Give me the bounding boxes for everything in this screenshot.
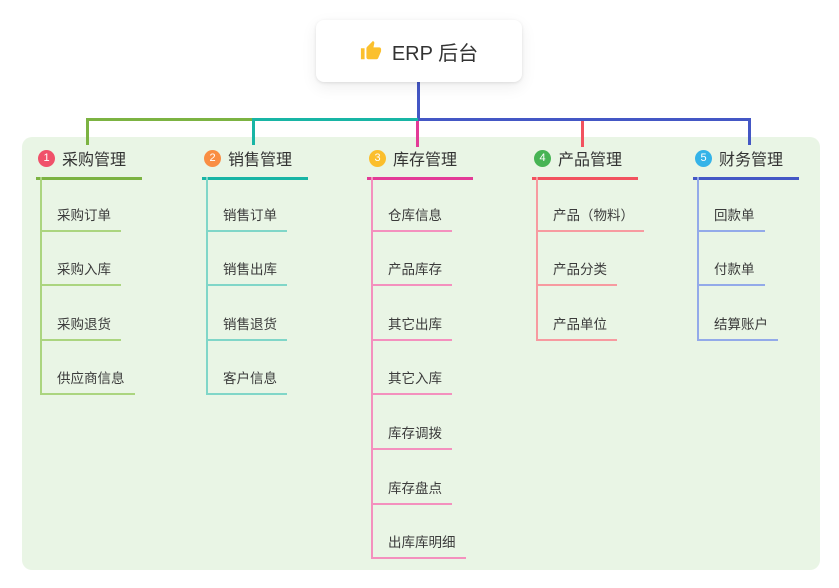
child-node[interactable]: 回款单	[697, 204, 765, 232]
branch-children-inventory: 仓库信息 产品库存 其它出库 其它入库 库存调拨 库存盘点 出库库明细	[371, 177, 466, 560]
child-node[interactable]: 产品（物料）	[536, 204, 644, 232]
branch-children-purchase: 采购订单 采购入库 采购退货 供应商信息	[40, 177, 135, 396]
child-node[interactable]: 仓库信息	[371, 204, 452, 232]
connector-drop-product	[581, 121, 584, 147]
connector-horizontal-teal	[253, 118, 418, 121]
child-node[interactable]: 销售出库	[206, 258, 287, 287]
child-node[interactable]: 其它出库	[371, 313, 452, 341]
connector-drop-sales	[252, 118, 255, 145]
child-node[interactable]: 采购退货	[40, 313, 121, 341]
branch-number-badge: 2	[204, 149, 221, 167]
branch-label: 采购管理	[62, 152, 127, 169]
root-node-label: ERP 后台	[391, 42, 479, 65]
child-node[interactable]: 采购入库	[40, 258, 121, 287]
branch-label: 销售管理	[228, 152, 293, 169]
child-node[interactable]: 产品库存	[371, 258, 452, 287]
branch-trunk-line	[206, 177, 208, 396]
child-node[interactable]: 产品单位	[536, 313, 617, 341]
branches-panel	[22, 137, 820, 570]
child-node[interactable]: 其它入库	[371, 367, 452, 396]
child-node[interactable]: 库存调拨	[371, 422, 452, 450]
branch-node-inventory-management[interactable]: 3 库存管理	[367, 146, 474, 180]
connector-drop-inventory	[416, 121, 419, 147]
child-node[interactable]: 客户信息	[206, 367, 287, 396]
branch-trunk-line	[536, 177, 538, 341]
child-node[interactable]: 结算账户	[697, 313, 778, 341]
connector-drop-finance	[748, 118, 751, 145]
root-node[interactable]: ERP 后台	[316, 20, 522, 82]
branch-trunk-line	[371, 177, 373, 560]
branch-trunk-line	[40, 177, 42, 396]
child-node[interactable]: 销售退货	[206, 313, 287, 341]
child-node[interactable]: 销售订单	[206, 204, 287, 232]
branch-node-product-management[interactable]: 4 产品管理	[532, 146, 639, 180]
branch-label: 产品管理	[558, 152, 623, 169]
connector-drop-purchase	[86, 118, 89, 145]
child-node[interactable]: 供应商信息	[40, 367, 135, 396]
child-node[interactable]: 出库库明细	[371, 531, 466, 560]
branch-label: 财务管理	[719, 152, 784, 169]
child-node[interactable]: 库存盘点	[371, 477, 452, 505]
child-node[interactable]: 付款单	[697, 258, 765, 287]
branch-number-badge: 4	[534, 149, 551, 167]
connector-horizontal-green	[86, 118, 254, 121]
thumbs-up-icon	[360, 40, 381, 60]
connector-horizontal-blue	[418, 118, 751, 121]
branch-children-finance: 回款单 付款单 结算账户	[697, 177, 778, 341]
branch-number-badge: 3	[369, 149, 386, 167]
branch-node-finance-management[interactable]: 5 财务管理	[693, 146, 800, 180]
branch-children-sales: 销售订单 销售出库 销售退货 客户信息	[206, 177, 287, 396]
branch-children-product: 产品（物料） 产品分类 产品单位	[536, 177, 644, 341]
child-node[interactable]: 采购订单	[40, 204, 121, 232]
connector-root-vertical	[417, 82, 420, 119]
child-node[interactable]: 产品分类	[536, 258, 617, 287]
branch-label: 库存管理	[393, 152, 458, 169]
branch-number-badge: 1	[38, 149, 55, 167]
branch-number-badge: 5	[695, 149, 712, 167]
branch-node-sales-management[interactable]: 2 销售管理	[202, 146, 309, 180]
branch-node-purchase-management[interactable]: 1 采购管理	[36, 146, 143, 180]
branch-trunk-line	[697, 177, 699, 341]
